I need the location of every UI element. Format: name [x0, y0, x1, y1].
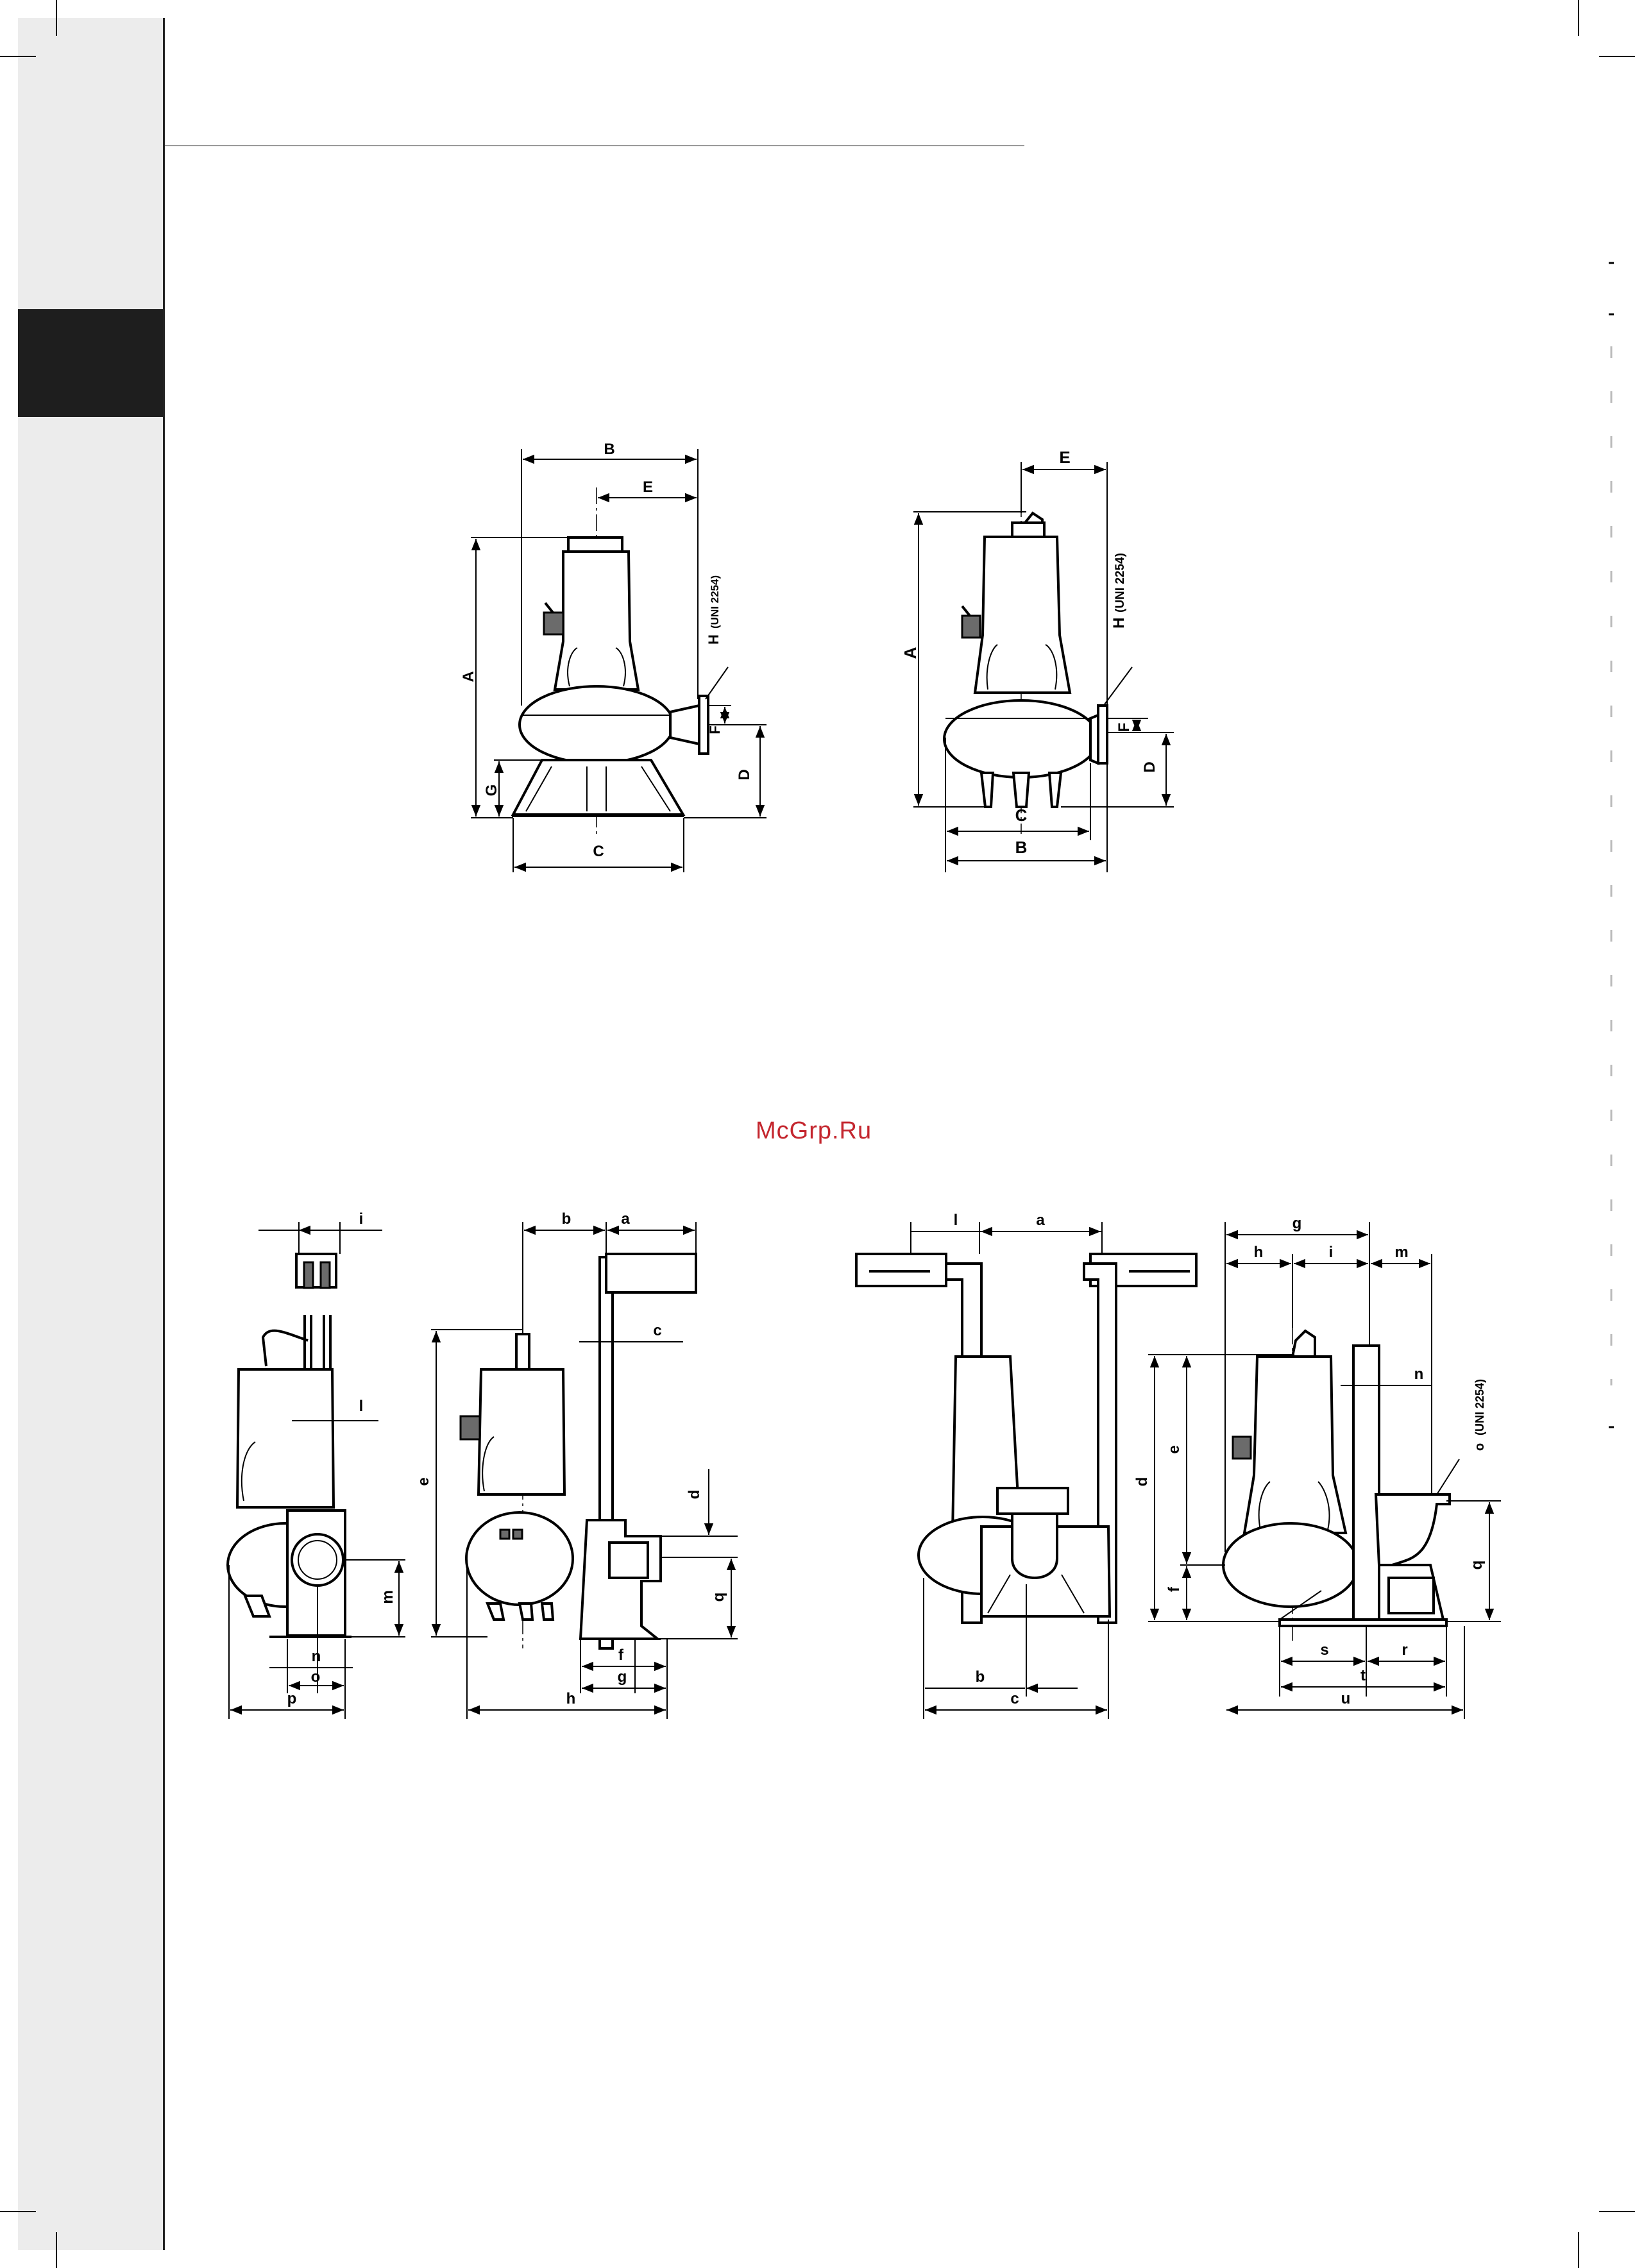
figure-top-left: B E A G C F D H (UNI 2254) — [460, 441, 767, 872]
label-D: D — [1141, 761, 1158, 772]
label-p: p — [287, 1690, 297, 1707]
label-H-standard: (UNI 2254) — [1114, 553, 1127, 613]
label-u: u — [1341, 1690, 1351, 1707]
figure-top-right: E A C B F D H (UNI 2254) — [901, 448, 1174, 872]
label-H-standard: (UNI 2254) — [709, 575, 721, 629]
label-b: b — [976, 1668, 985, 1686]
label-l: l — [359, 1398, 364, 1415]
label-n: n — [312, 1648, 321, 1665]
label-E: E — [643, 478, 653, 496]
label-l: l — [954, 1212, 958, 1229]
label-h: h — [1254, 1244, 1264, 1261]
label-H: H — [1110, 618, 1128, 629]
label-a: a — [1036, 1212, 1045, 1229]
label-e: e — [415, 1477, 432, 1485]
label-h: h — [566, 1690, 576, 1707]
label-b: b — [562, 1210, 572, 1228]
front-view-rail-drawing — [228, 1254, 352, 1637]
label-C: C — [593, 843, 604, 860]
label-e: e — [1165, 1445, 1183, 1453]
label-A: A — [460, 671, 477, 682]
label-F: F — [707, 725, 723, 734]
figure-bottom-right: l a b c g — [856, 1212, 1501, 1719]
label-c: c — [653, 1322, 661, 1339]
label-H: H — [706, 634, 722, 645]
figure-bottom-left: i l m n o p — [228, 1210, 738, 1719]
label-g: g — [618, 1668, 627, 1686]
label-m: m — [1394, 1244, 1408, 1261]
label-B: B — [604, 441, 614, 458]
front-view-base-drawing — [856, 1254, 1196, 1623]
label-f: f — [618, 1646, 624, 1664]
label-o-standard: (UNI 2254) — [1473, 1379, 1486, 1435]
label-C: C — [1015, 806, 1028, 825]
label-B: B — [1015, 838, 1028, 857]
label-D: D — [736, 769, 753, 780]
label-q: q — [1468, 1561, 1486, 1570]
label-E: E — [1059, 448, 1070, 467]
label-s: s — [1320, 1641, 1328, 1659]
pump-with-stand-drawing — [512, 487, 708, 834]
label-c: c — [1010, 1690, 1019, 1707]
label-F: F — [1115, 723, 1133, 732]
label-d: d — [686, 1490, 703, 1500]
label-g: g — [1292, 1215, 1302, 1232]
label-t: t — [1360, 1667, 1366, 1684]
label-i: i — [359, 1210, 364, 1228]
pump-with-feet-drawing — [944, 500, 1107, 834]
label-d: d — [1133, 1477, 1151, 1487]
label-G: G — [483, 784, 500, 797]
label-o: o — [311, 1668, 321, 1686]
label-A: A — [901, 647, 920, 659]
label-o: o — [1473, 1443, 1487, 1451]
label-q: q — [710, 1593, 727, 1602]
label-f: f — [1165, 1586, 1183, 1592]
label-a: a — [621, 1210, 630, 1228]
label-r: r — [1402, 1641, 1407, 1659]
side-view-rail-drawing — [461, 1254, 696, 1648]
label-n: n — [1414, 1366, 1424, 1383]
label-m: m — [379, 1590, 396, 1604]
label-i: i — [1329, 1244, 1334, 1261]
